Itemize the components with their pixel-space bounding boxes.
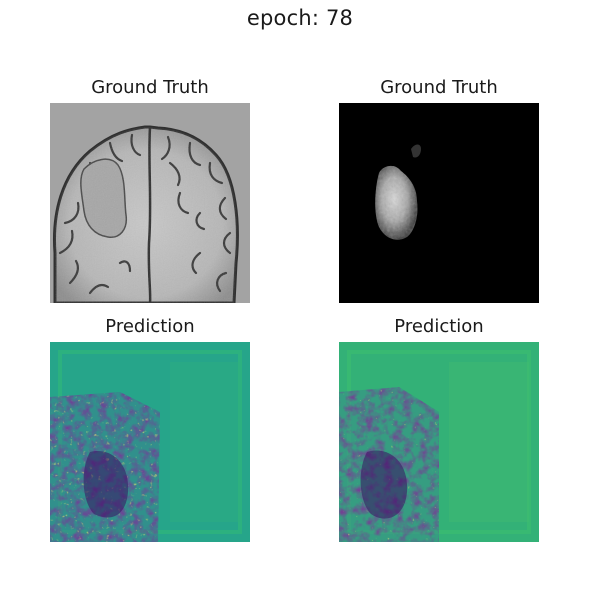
tumor-spot (411, 144, 421, 158)
prediction-image (339, 342, 539, 542)
panel-ground-truth-mri: Ground Truth (50, 76, 250, 303)
suptitle: epoch: 78 (246, 6, 354, 30)
panel-prediction-right: Prediction (339, 315, 539, 542)
panel-title: Prediction (394, 316, 484, 337)
panel-title: Ground Truth (91, 77, 209, 98)
prediction-image (50, 342, 250, 542)
panel-title: Ground Truth (380, 77, 498, 98)
mask-background (339, 103, 539, 303)
low-value-region (83, 451, 129, 518)
mri-image (50, 103, 250, 303)
panel-title: Prediction (105, 316, 195, 337)
mask-image (339, 103, 539, 303)
low-value-region (360, 450, 408, 519)
panel-prediction-left: Prediction (50, 315, 250, 542)
panel-ground-truth-mask: Ground Truth (339, 76, 539, 303)
